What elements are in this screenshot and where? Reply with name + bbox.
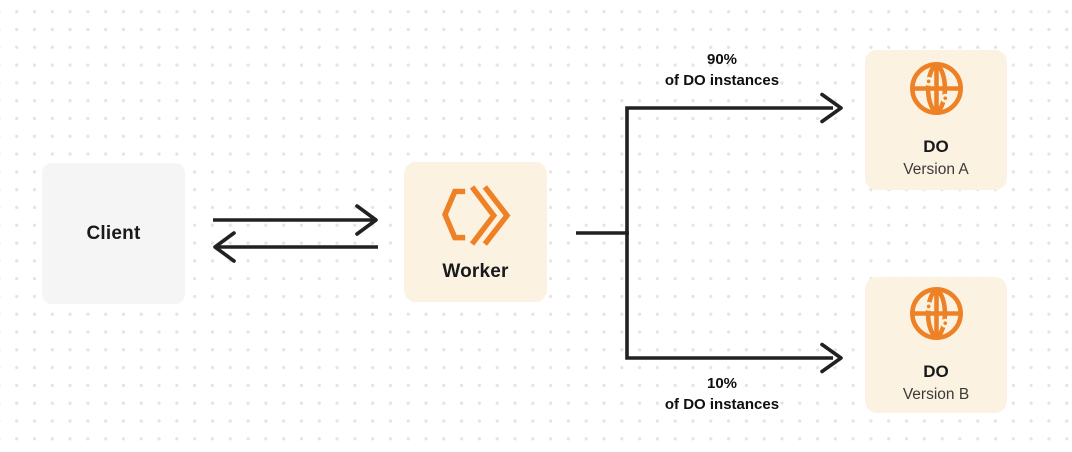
branch-percent: 10% [706,375,738,392]
branch-label-10: 10% of DO instances [612,373,832,415]
do-a-title: DO [923,137,949,156]
worker-fork-connector [576,92,843,374]
worker-label: Worker [442,261,509,282]
client-to-worker-arrow [213,204,378,236]
durable-object-globe-icon [909,62,963,115]
cloudflare-workers-logo-icon [441,185,510,246]
branch-percent: 90% [706,51,738,68]
worker-node: Worker [404,162,547,302]
do-version-a-node: DO Version A [865,50,1007,190]
client-node: Client [42,163,185,304]
branch-caption: of DO instances [664,72,780,89]
do-b-title: DO [923,362,949,381]
branch-caption: of DO instances [664,396,780,413]
durable-object-globe-icon [909,287,963,340]
worker-to-client-arrow [213,231,378,263]
do-version-b-node: DO Version B [865,277,1007,413]
do-a-subtitle: Version A [903,161,969,178]
branch-label-90: 90% of DO instances [612,49,832,91]
client-label: Client [86,222,141,244]
do-b-subtitle: Version B [902,386,970,403]
